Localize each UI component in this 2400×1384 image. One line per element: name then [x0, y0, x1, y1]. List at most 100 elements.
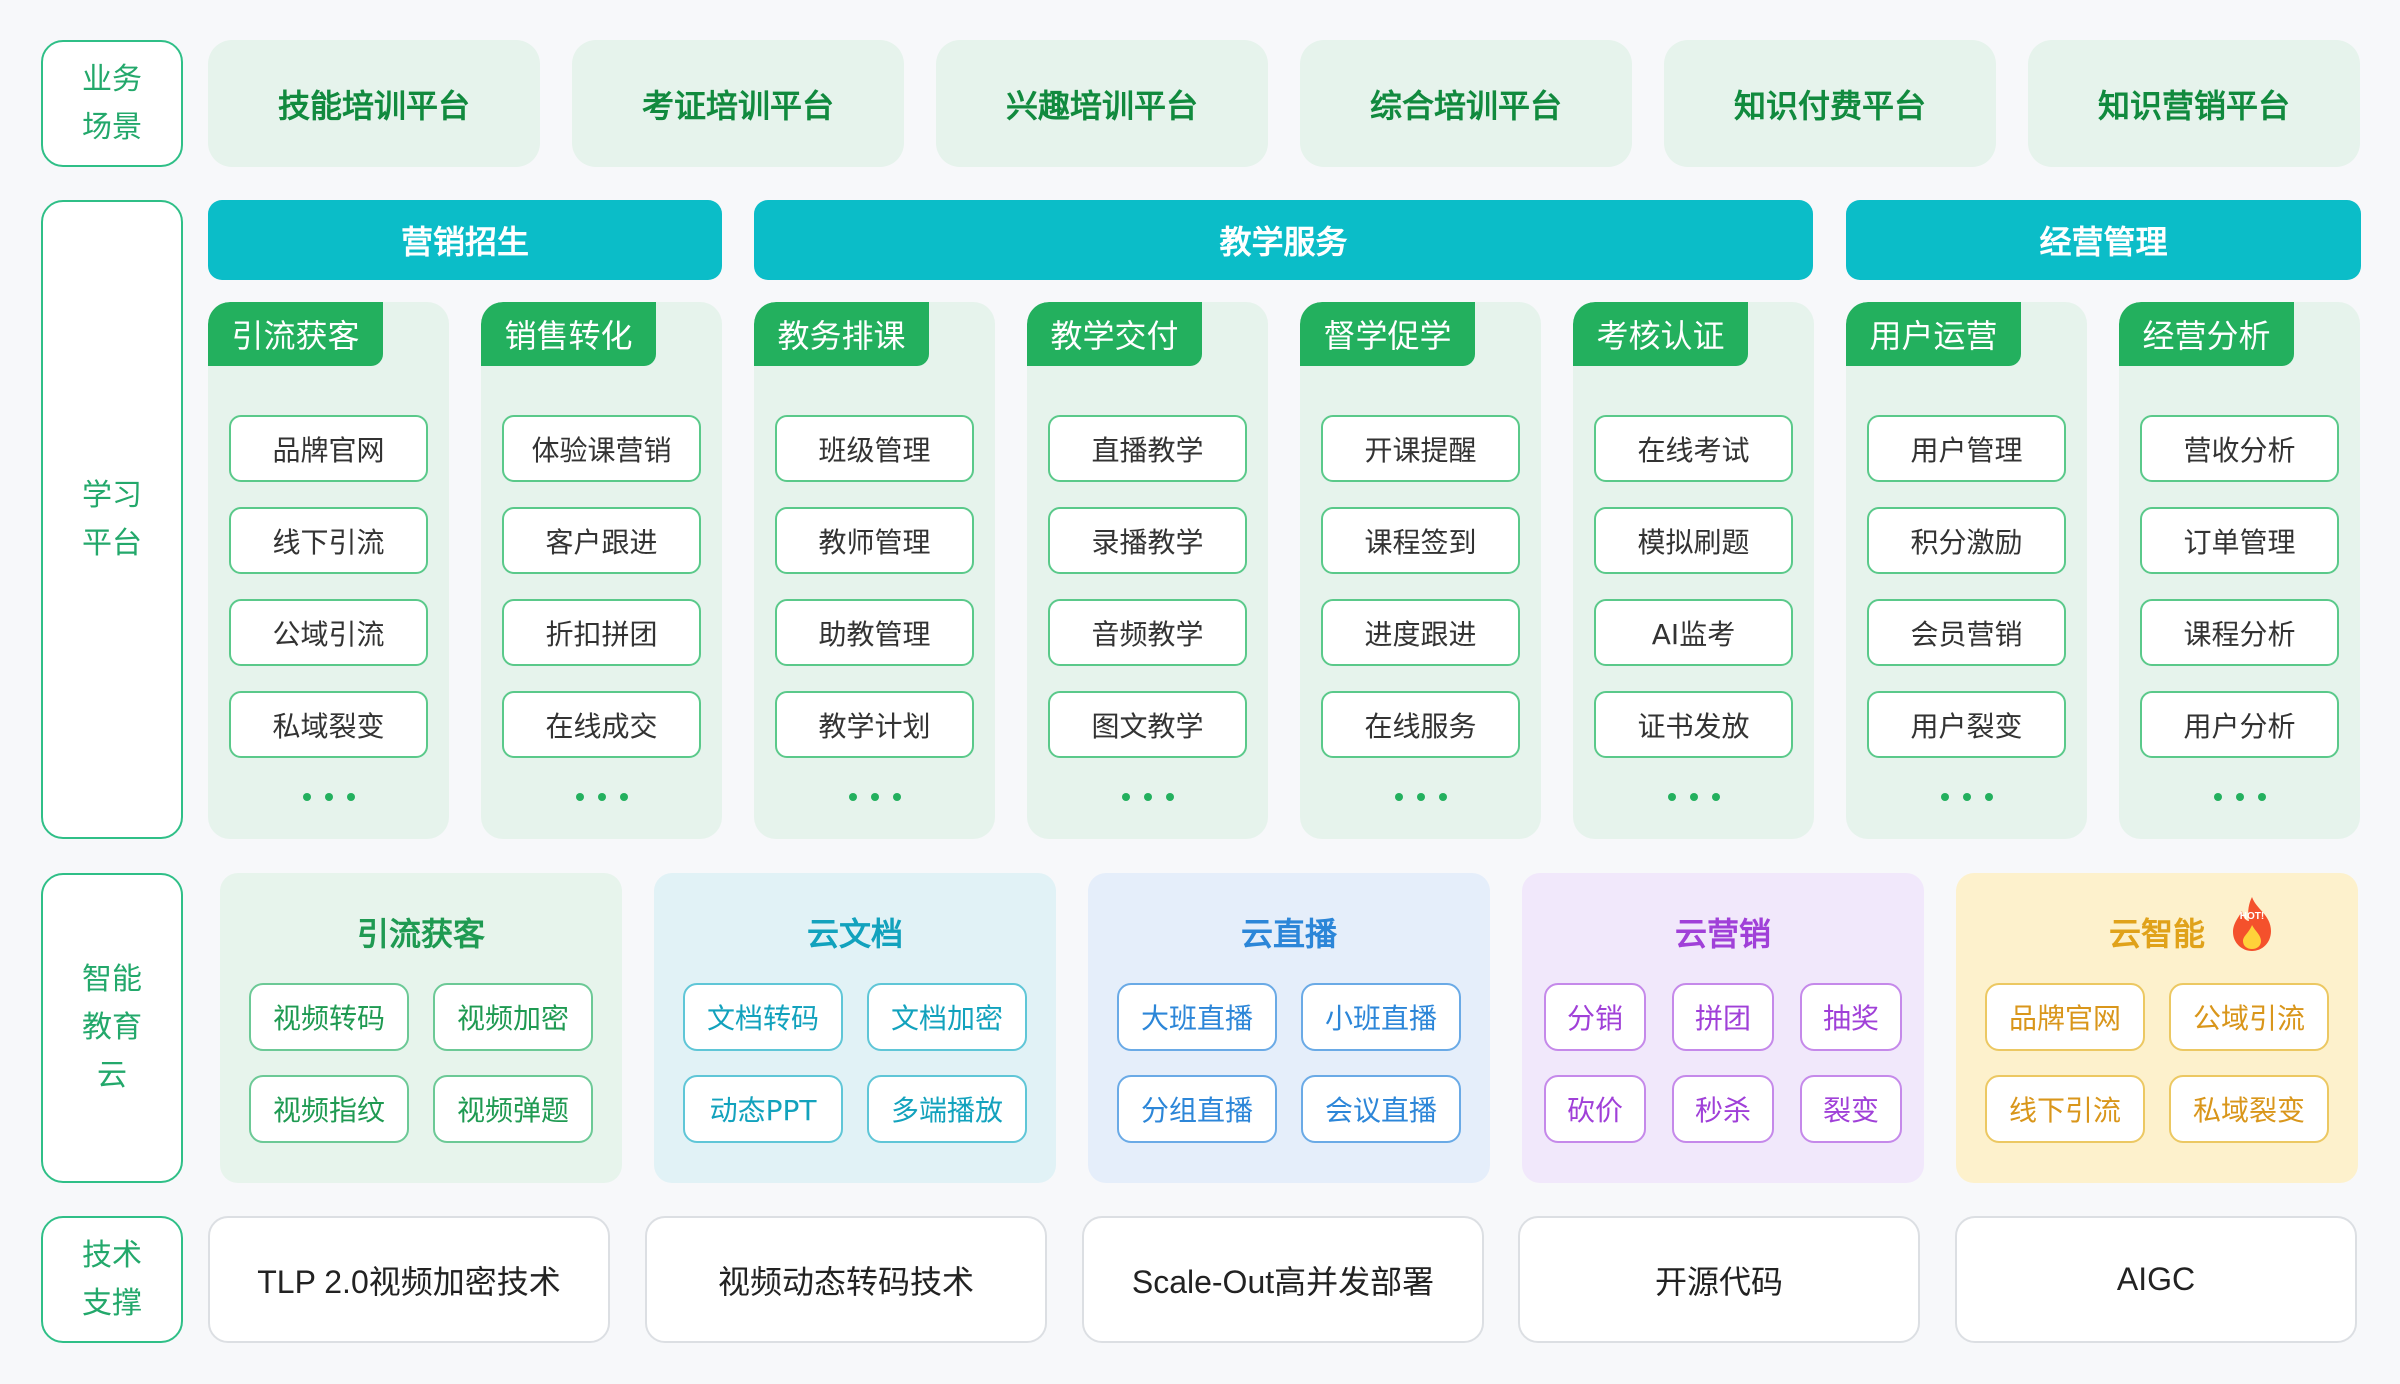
feature-column: 用户运营用户管理积分激励会员营销用户裂变 — [1846, 302, 2087, 839]
more-dots-icon — [1573, 793, 1814, 801]
scenario-box: 综合培训平台 — [1300, 40, 1632, 167]
tech-box: TLP 2.0视频加密技术 — [208, 1216, 610, 1343]
tech-box: AIGC — [1955, 1216, 2357, 1343]
more-dots-icon — [1027, 793, 1268, 801]
cloud-pill: 大班直播 — [1117, 983, 1277, 1051]
feature-pill: 课程分析 — [2140, 599, 2339, 666]
column-tab: 引流获客 — [208, 302, 383, 366]
cloud-pill: 视频转码 — [249, 983, 409, 1051]
cloud-pill: 动态PPT — [683, 1075, 843, 1143]
cloud-pill: 品牌官网 — [1985, 983, 2145, 1051]
cloud-panel: 云文档文档转码文档加密动态PPT 多端播放 — [654, 873, 1056, 1183]
cloud-pill: 线下引流 — [1985, 1075, 2145, 1143]
cloud-pill: 文档加密 — [867, 983, 1027, 1051]
feature-pill: 直播教学 — [1048, 415, 1247, 482]
cloud-title: 云智能 — [2108, 915, 2205, 953]
feature-pill: 用户裂变 — [1867, 691, 2066, 758]
feature-pill: 会员营销 — [1867, 599, 2066, 666]
row-label-cloud: 智能 教育 云 — [41, 873, 183, 1183]
feature-pill: 公域引流 — [229, 599, 428, 666]
column-tab: 教学交付 — [1027, 302, 1202, 366]
cloud-pill: 会议直播 — [1301, 1075, 1461, 1143]
cloud-pill: 多端播放 — [867, 1075, 1027, 1143]
feature-pill: 品牌官网 — [229, 415, 428, 482]
more-dots-icon — [1846, 793, 2087, 801]
feature-pill: 折扣拼团 — [502, 599, 701, 666]
feature-pill: 图文教学 — [1048, 691, 1247, 758]
more-dots-icon — [1300, 793, 1541, 801]
feature-pill: 课程签到 — [1321, 507, 1520, 574]
feature-pill: 用户分析 — [2140, 691, 2339, 758]
feature-pill: 教师管理 — [775, 507, 974, 574]
row-label-business: 业务 场景 — [41, 40, 183, 167]
feature-pill: 用户管理 — [1867, 415, 2066, 482]
scenario-box: 知识付费平台 — [1664, 40, 1996, 167]
feature-pill: 助教管理 — [775, 599, 974, 666]
column-tab: 考核认证 — [1573, 302, 1748, 366]
feature-pill: 体验课营销 — [502, 415, 701, 482]
feature-column: 经营分析营收分析订单管理课程分析用户分析 — [2119, 302, 2360, 839]
cloud-pill: 分销 — [1544, 983, 1646, 1051]
feature-column: 引流获客品牌官网线下引流公域引流私域裂变 — [208, 302, 449, 839]
hot-fire-icon: HOT! — [2227, 895, 2277, 953]
cloud-pill: 分组直播 — [1117, 1075, 1277, 1143]
hot-badge-label: HOT! — [2239, 911, 2265, 922]
feature-pill: 模拟刷题 — [1594, 507, 1793, 574]
tech-box: Scale-Out高并发部署 — [1082, 1216, 1484, 1343]
feature-column: 教务排课班级管理教师管理助教管理教学计划 — [754, 302, 995, 839]
cloud-pill: 公域引流 — [2169, 983, 2329, 1051]
row-label-platform: 学习 平台 — [41, 200, 183, 839]
column-tab: 经营分析 — [2119, 302, 2294, 366]
cloud-pill: 拼团 — [1672, 983, 1774, 1051]
cloud-pill: 裂变 — [1800, 1075, 1902, 1143]
cloud-panel: 云直播大班直播小班直播分组直播会议直播 — [1088, 873, 1490, 1183]
cloud-pill: 私域裂变 — [2169, 1075, 2329, 1143]
tech-box: 开源代码 — [1518, 1216, 1920, 1343]
cloud-title: 云文档 — [806, 915, 903, 953]
feature-pill: 订单管理 — [2140, 507, 2339, 574]
scenario-box: 技能培训平台 — [208, 40, 540, 167]
more-dots-icon — [754, 793, 995, 801]
feature-column: 督学促学开课提醒课程签到进度跟进在线服务 — [1300, 302, 1541, 839]
feature-pill: 班级管理 — [775, 415, 974, 482]
feature-pill: 积分激励 — [1867, 507, 2066, 574]
feature-column: 教学交付直播教学录播教学音频教学图文教学 — [1027, 302, 1268, 839]
cloud-pill: 视频指纹 — [249, 1075, 409, 1143]
feature-pill: 教学计划 — [775, 691, 974, 758]
column-tab: 用户运营 — [1846, 302, 2021, 366]
feature-pill: 录播教学 — [1048, 507, 1247, 574]
more-dots-icon — [2119, 793, 2360, 801]
feature-pill: 音频教学 — [1048, 599, 1247, 666]
cloud-pill: 文档转码 — [683, 983, 843, 1051]
feature-pill: 营收分析 — [2140, 415, 2339, 482]
cloud-title: 云营销 — [1674, 915, 1771, 953]
scenario-box: 兴趣培训平台 — [936, 40, 1268, 167]
column-tab: 教务排课 — [754, 302, 929, 366]
cloud-title: 引流获客 — [356, 915, 485, 953]
feature-pill: 客户跟进 — [502, 507, 701, 574]
feature-column: 考核认证在线考试模拟刷题 AI监考证书发放 — [1573, 302, 1814, 839]
cloud-pill: 秒杀 — [1672, 1075, 1774, 1143]
section-teaching: 教学服务 — [754, 200, 1813, 280]
feature-pill: AI监考 — [1594, 599, 1793, 666]
cloud-panel: 云智能品牌官网公域引流线下引流私域裂变 HOT! — [1956, 873, 2358, 1183]
feature-pill: 证书发放 — [1594, 691, 1793, 758]
cloud-pill: 视频加密 — [433, 983, 593, 1051]
feature-pill: 在线考试 — [1594, 415, 1793, 482]
cloud-title: 云直播 — [1240, 915, 1337, 953]
cloud-pill: 视频弹题 — [433, 1075, 593, 1143]
section-marketing: 营销招生 — [208, 200, 722, 280]
section-operations: 经营管理 — [1846, 200, 2361, 280]
feature-pill: 在线成交 — [502, 691, 701, 758]
row-label-tech: 技术 支撑 — [41, 1216, 183, 1343]
feature-pill: 在线服务 — [1321, 691, 1520, 758]
feature-pill: 私域裂变 — [229, 691, 428, 758]
cloud-pill: 小班直播 — [1301, 983, 1461, 1051]
scenario-box: 考证培训平台 — [572, 40, 904, 167]
cloud-pill: 砍价 — [1544, 1075, 1646, 1143]
feature-pill: 进度跟进 — [1321, 599, 1520, 666]
column-tab: 销售转化 — [481, 302, 656, 366]
cloud-panel: 云营销分销拼团抽奖砍价秒杀裂变 — [1522, 873, 1924, 1183]
tech-box: 视频动态转码技术 — [645, 1216, 1047, 1343]
column-tab: 督学促学 — [1300, 302, 1475, 366]
